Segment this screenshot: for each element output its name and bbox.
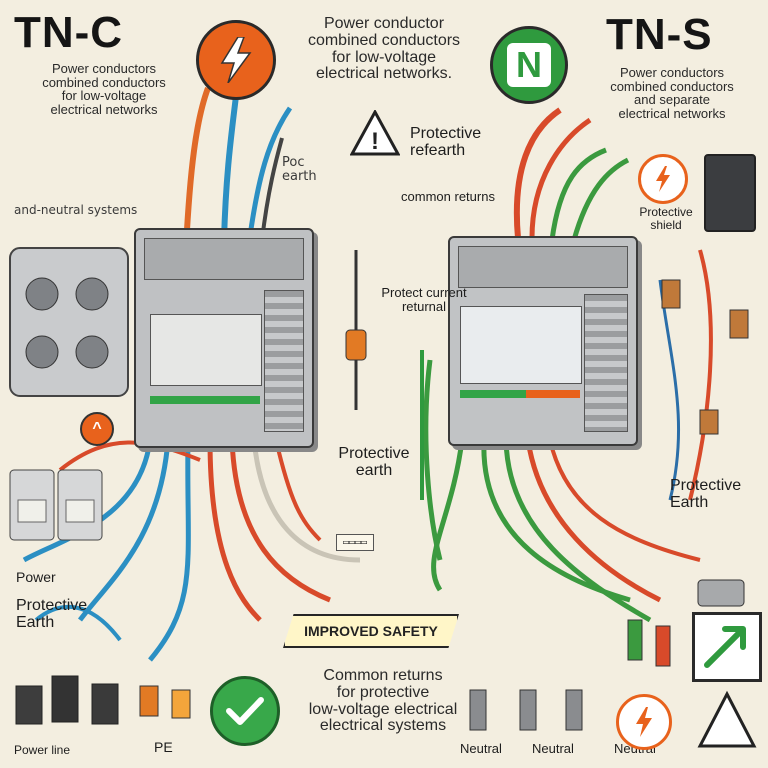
center-top-caption-line: Power conductor <box>323 15 445 32</box>
tnc-breaker <box>134 228 314 448</box>
tns-title: TN-S <box>606 10 713 59</box>
tns-top-wire-green <box>549 147 607 241</box>
tnc-top-wire-blue-2 <box>247 106 293 237</box>
tns-breaker-panel <box>460 306 582 384</box>
tns-caption-line: electrical networks <box>618 105 726 121</box>
tns-breaker-top <box>458 246 628 288</box>
tnc-side-note: and-neutral systems <box>14 203 138 217</box>
tns-label-protective-earth: Protective Earth <box>670 477 742 511</box>
center-top-caption: Power conductor combined conductors for … <box>286 15 482 83</box>
tns-caption-line: and separate <box>634 92 710 108</box>
tns-label-neutral: Neutral <box>532 741 574 756</box>
tns-breaker-orange-strip <box>460 390 580 398</box>
lightning-bolt-icon <box>196 20 276 100</box>
center-bottom-caption: Common returns for protective low-voltag… <box>288 667 478 735</box>
tns-caption-line: combined conductors <box>610 78 734 94</box>
tnc-caption-line: electrical networks <box>50 101 158 117</box>
tnc-breaker-fins <box>264 290 304 432</box>
tnc-label-power-line: Power line <box>14 743 71 757</box>
tns-label-protective-shield: Protective shield <box>639 205 693 232</box>
tnc-label-pe: PE <box>154 739 173 755</box>
tnc-title: TN-C <box>14 8 124 57</box>
center-bottom-caption-line: for protective <box>336 683 430 701</box>
tnc-breaker-green-strip <box>150 396 260 404</box>
tnc-caption-line: Power conductors <box>51 61 157 76</box>
checkmark-icon <box>210 676 280 746</box>
tnc-side-note: Poc earth <box>282 155 317 184</box>
tnc-top-wire-dark <box>260 137 284 241</box>
tns-top-wire-red-2 <box>529 117 592 239</box>
tnc-small-arrow-icon: ^ <box>80 412 114 446</box>
center-bottom-caption-line: low-voltage electrical <box>308 700 458 718</box>
tns-bolt-icon <box>638 154 688 204</box>
tnc-top-wire-orange <box>183 86 211 249</box>
tnc-label-protective-earth: Protective Earth <box>16 597 88 631</box>
up-arrow-icon <box>692 612 762 682</box>
center-top-caption-line: combined conductors <box>307 31 461 49</box>
tnc-caption-line: for low-voltage <box>61 88 147 104</box>
svg-text:!: ! <box>371 128 379 155</box>
center-top-caption-line: electrical networks. <box>315 65 453 83</box>
center-top-caption-line: for low-voltage <box>331 48 437 66</box>
tns-label-neutral: Neutral <box>460 741 502 756</box>
tnc-top-wire-blue <box>221 95 239 241</box>
center-common-returns: common returns <box>401 189 495 204</box>
tnc-breaker-top <box>144 238 304 280</box>
center-bottom-caption-line: electrical systems <box>319 717 447 735</box>
tns-caption: Power conductors combined conductors and… <box>584 66 760 121</box>
neutral-n-icon: N <box>490 26 568 104</box>
tns-top-wire-red <box>513 107 562 239</box>
center-protective-earth: Protective earth <box>338 445 410 479</box>
warning-triangle-icon: ! <box>349 108 401 161</box>
tns-caption-line: Power conductors <box>619 65 725 80</box>
tns-breaker <box>448 236 638 446</box>
triangle-outline-icon <box>696 690 758 755</box>
tnc-label-power: Power <box>16 569 56 585</box>
center-bottom-caption-line: Common returns <box>323 667 443 684</box>
tnc-caption-line: combined conductors <box>42 74 166 90</box>
tnc-breaker-panel <box>150 314 262 386</box>
tns-bottom-bolt-icon <box>616 694 672 750</box>
center-tag: ▭▭▭▭ <box>336 534 375 551</box>
center-protective-refearth: Protective refearth <box>410 125 482 159</box>
tns-breaker-fins <box>584 294 628 432</box>
tnc-caption: Power conductors combined conductors for… <box>16 62 192 117</box>
center-protect-current: Protect current returnal <box>381 285 467 314</box>
tns-top-wire-green-2 <box>571 157 630 241</box>
tns-switch-box <box>704 154 756 232</box>
improved-safety-banner: IMPROVED SAFETY <box>283 614 459 648</box>
